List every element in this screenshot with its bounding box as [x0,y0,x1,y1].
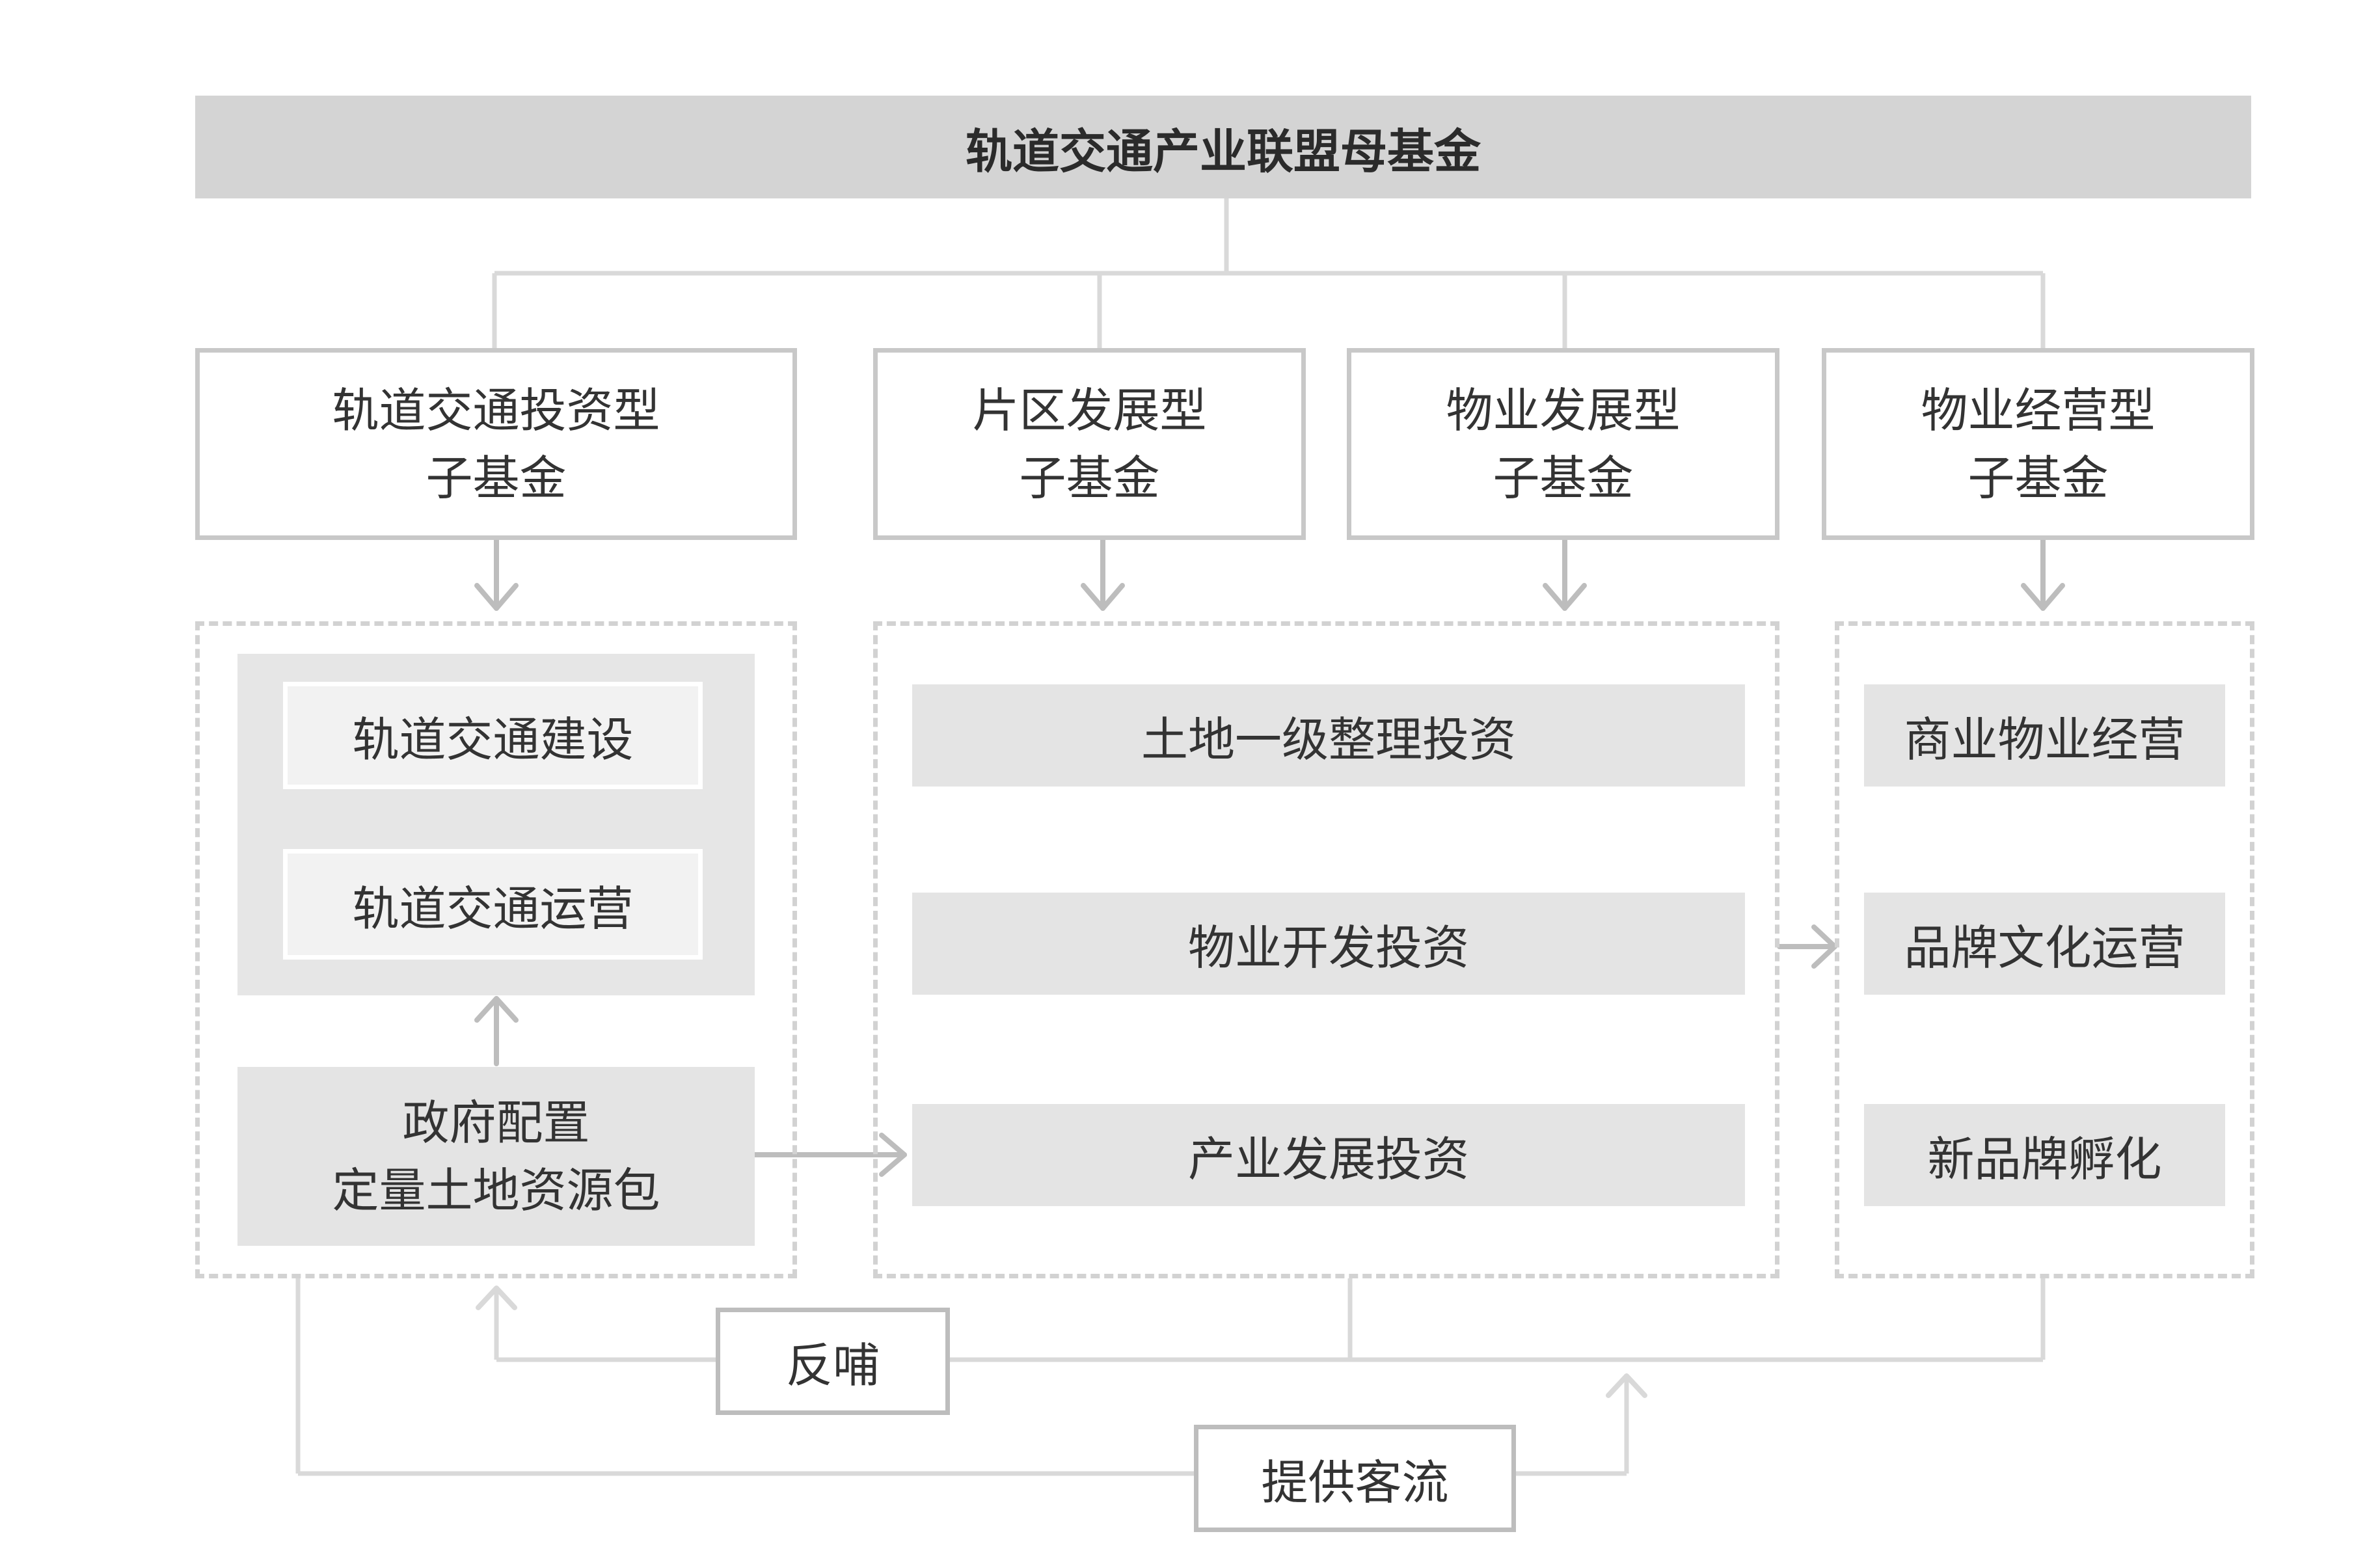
gov-land-resource-box: 政府配置 定量土地资源包 [237,1067,755,1246]
sub-fund-property-operation: 物业经营型 子基金 [1822,348,2254,540]
sub-fund-area-development: 片区发展型 子基金 [873,348,1306,540]
sub-fund-property-development: 物业发展型 子基金 [1347,348,1779,540]
feedback-arrowhead [476,1286,517,1310]
brand-culture-operation-box: 品牌文化运营 [1864,893,2225,995]
mother-fund-title: 轨道交通产业联盟母基金 [195,96,2251,198]
provide-traffic-label: 提供客流 [1194,1425,1516,1532]
rail-operation-box: 轨道交通运营 [283,849,703,960]
traffic-arrowhead [1606,1373,1647,1398]
right-group-frame [1835,621,2254,1278]
middle-group-frame [873,621,1779,1278]
rail-construction-box: 轨道交通建设 [283,682,703,789]
sub-fund-rail-investment: 轨道交通投资型 子基金 [195,348,797,540]
commercial-property-operation-box: 商业物业经营 [1864,684,2225,787]
property-development-investment-box: 物业开发投资 [912,893,1745,995]
industry-development-investment-box: 产业发展投资 [912,1104,1745,1206]
left-group-frame [195,621,797,1278]
new-brand-incubation-box: 新品牌孵化 [1864,1104,2225,1206]
land-primary-development-box: 土地一级整理投资 [912,684,1745,787]
feedback-label: 反哺 [716,1308,950,1415]
